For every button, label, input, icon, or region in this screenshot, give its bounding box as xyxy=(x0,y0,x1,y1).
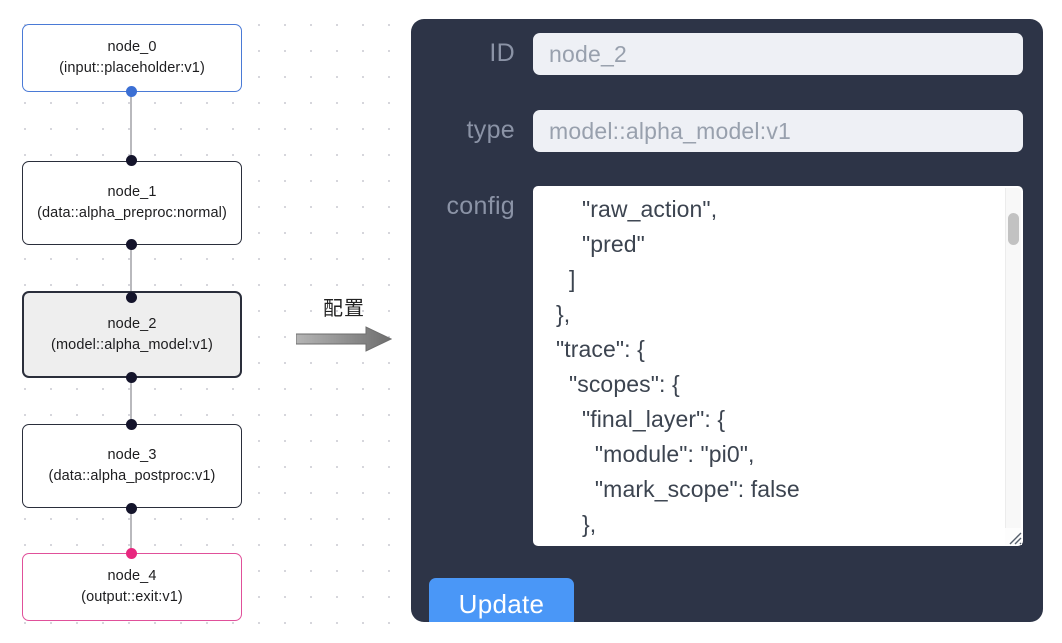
port-node_3-out[interactable] xyxy=(125,503,137,514)
node-title: node_2 xyxy=(107,315,157,332)
field-row-id: ID xyxy=(411,33,1043,75)
graph-node-node_1[interactable]: node_1 (data::alpha_preproc:normal) xyxy=(22,161,242,245)
port-node_1-out[interactable] xyxy=(125,239,137,250)
node-subtitle: (data::alpha_postproc:v1) xyxy=(48,468,216,484)
node-title: node_4 xyxy=(107,568,157,584)
annotation-label: 配置 xyxy=(323,296,365,320)
field-row-config: config "raw_action", "pred" ] }, "trace"… xyxy=(411,186,1043,546)
graph-node-node_4[interactable]: node_4 (output::exit:v1) xyxy=(22,553,242,621)
node-title: node_3 xyxy=(107,447,157,463)
port-node_0-out[interactable] xyxy=(125,86,137,97)
graph-node-node_2[interactable]: node_2 (model::alpha_model:v1) xyxy=(22,291,242,378)
port-node_1-in[interactable] xyxy=(125,155,137,166)
field-row-type: type xyxy=(411,110,1043,152)
resize-grip-icon[interactable] xyxy=(1005,528,1022,545)
edge-node1-node2 xyxy=(130,240,132,298)
port-node_2-out[interactable] xyxy=(125,372,137,383)
port-node_2-in[interactable] xyxy=(125,292,137,303)
node-subtitle: (input::placeholder:v1) xyxy=(59,60,205,76)
graph-node-node_0[interactable]: node_0 (input::placeholder:v1) xyxy=(22,24,242,92)
node-config-panel: ID type config "raw_action", "pred" ] },… xyxy=(411,19,1043,643)
config-field-label: config xyxy=(446,192,515,220)
type-input[interactable] xyxy=(533,110,1023,152)
edge-node0-node1 xyxy=(130,86,132,166)
port-node_4-in[interactable] xyxy=(125,548,137,559)
id-field-label: ID xyxy=(489,39,515,67)
node-subtitle: (output::exit:v1) xyxy=(81,589,183,605)
config-textarea-wrap: "raw_action", "pred" ] }, "trace": { "sc… xyxy=(533,186,1023,546)
port-node_3-in[interactable] xyxy=(125,419,137,430)
graph-node-node_3[interactable]: node_3 (data::alpha_postproc:v1) xyxy=(22,424,242,508)
edge-node2-node3 xyxy=(130,373,132,421)
edge-node3-node4 xyxy=(130,508,132,558)
node-title: node_1 xyxy=(107,184,157,200)
right-arrow-icon xyxy=(292,326,396,357)
id-input[interactable] xyxy=(533,33,1023,75)
config-scrollbar-thumb[interactable] xyxy=(1008,213,1019,245)
type-field-label: type xyxy=(466,116,515,144)
node-graph-canvas[interactable]: node_0 (input::placeholder:v1) node_1 (d… xyxy=(0,0,395,643)
panel-bottom-clip xyxy=(411,622,1043,643)
config-textarea[interactable]: "raw_action", "pred" ] }, "trace": { "sc… xyxy=(533,186,1023,546)
node-subtitle: (model::alpha_model:v1) xyxy=(51,336,213,353)
config-scrollbar[interactable] xyxy=(1005,188,1021,544)
node-subtitle: (data::alpha_preproc:normal) xyxy=(37,205,227,221)
node-title: node_0 xyxy=(107,39,157,55)
annotation-configure: 配置 xyxy=(292,296,396,357)
